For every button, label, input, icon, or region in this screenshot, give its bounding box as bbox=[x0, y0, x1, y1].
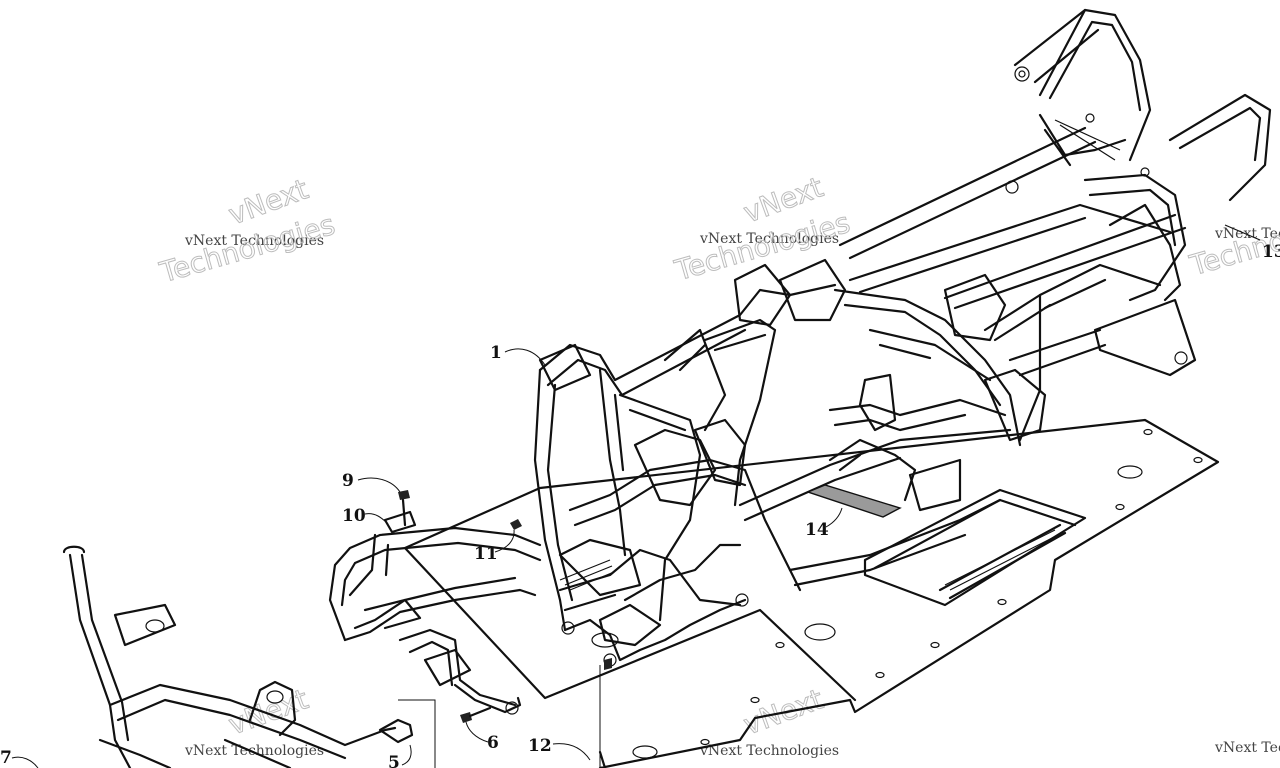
callout-label: 14 bbox=[805, 520, 829, 540]
callout-12: 12 bbox=[528, 736, 591, 761]
callout-7: 7 bbox=[0, 748, 39, 768]
skid-plate-holes bbox=[632, 428, 1203, 759]
callout-label: 7 bbox=[0, 748, 12, 768]
watermark-small: vNext Technologies bbox=[699, 231, 839, 247]
callout-11: 11 bbox=[474, 529, 515, 564]
callout-13: 13 bbox=[1262, 242, 1280, 262]
main-frame bbox=[533, 8, 1272, 667]
front-bumper bbox=[328, 526, 542, 715]
callout-9: 9 bbox=[342, 471, 401, 493]
callout-label: 5 bbox=[388, 753, 400, 768]
front-a-arm-assembly bbox=[62, 545, 436, 768]
callout-label: 12 bbox=[528, 736, 552, 756]
bolt-6 bbox=[460, 706, 492, 723]
watermark-big-1: vNext bbox=[224, 682, 312, 741]
callout-14: 14 bbox=[805, 507, 843, 540]
callout-6: 6 bbox=[465, 721, 499, 753]
nut-11 bbox=[510, 519, 522, 530]
callout-label: 1 bbox=[490, 343, 502, 363]
callout-10: 10 bbox=[342, 506, 389, 526]
callout-label: 13 bbox=[1262, 242, 1280, 262]
watermark-small: vNext Technologies bbox=[184, 743, 324, 759]
watermark-5: vNext Technologies vNext bbox=[699, 682, 839, 759]
callout-label: 10 bbox=[342, 506, 366, 526]
callout-label: 9 bbox=[342, 471, 354, 491]
callout-5: 5 bbox=[388, 744, 412, 768]
watermark-1: vNext vNext Technologies Technologies bbox=[155, 172, 339, 290]
bolt-9 bbox=[398, 490, 410, 527]
callout-label: 6 bbox=[487, 733, 499, 753]
pin-12 bbox=[599, 658, 612, 768]
washer-plate-10 bbox=[383, 510, 417, 534]
watermark-small: vNext Technologies bbox=[1214, 740, 1280, 756]
watermark-small: vNext Technologies bbox=[184, 233, 324, 249]
watermark-small: vNext Technologies bbox=[699, 743, 839, 759]
callout-label: 11 bbox=[474, 544, 498, 564]
callout-1: 1 bbox=[490, 343, 546, 366]
watermark-2: vNext vNext Technologies Technologies bbox=[670, 170, 854, 288]
foam-pad bbox=[805, 484, 902, 518]
watermark-6: vNext Technologies bbox=[1214, 740, 1280, 756]
